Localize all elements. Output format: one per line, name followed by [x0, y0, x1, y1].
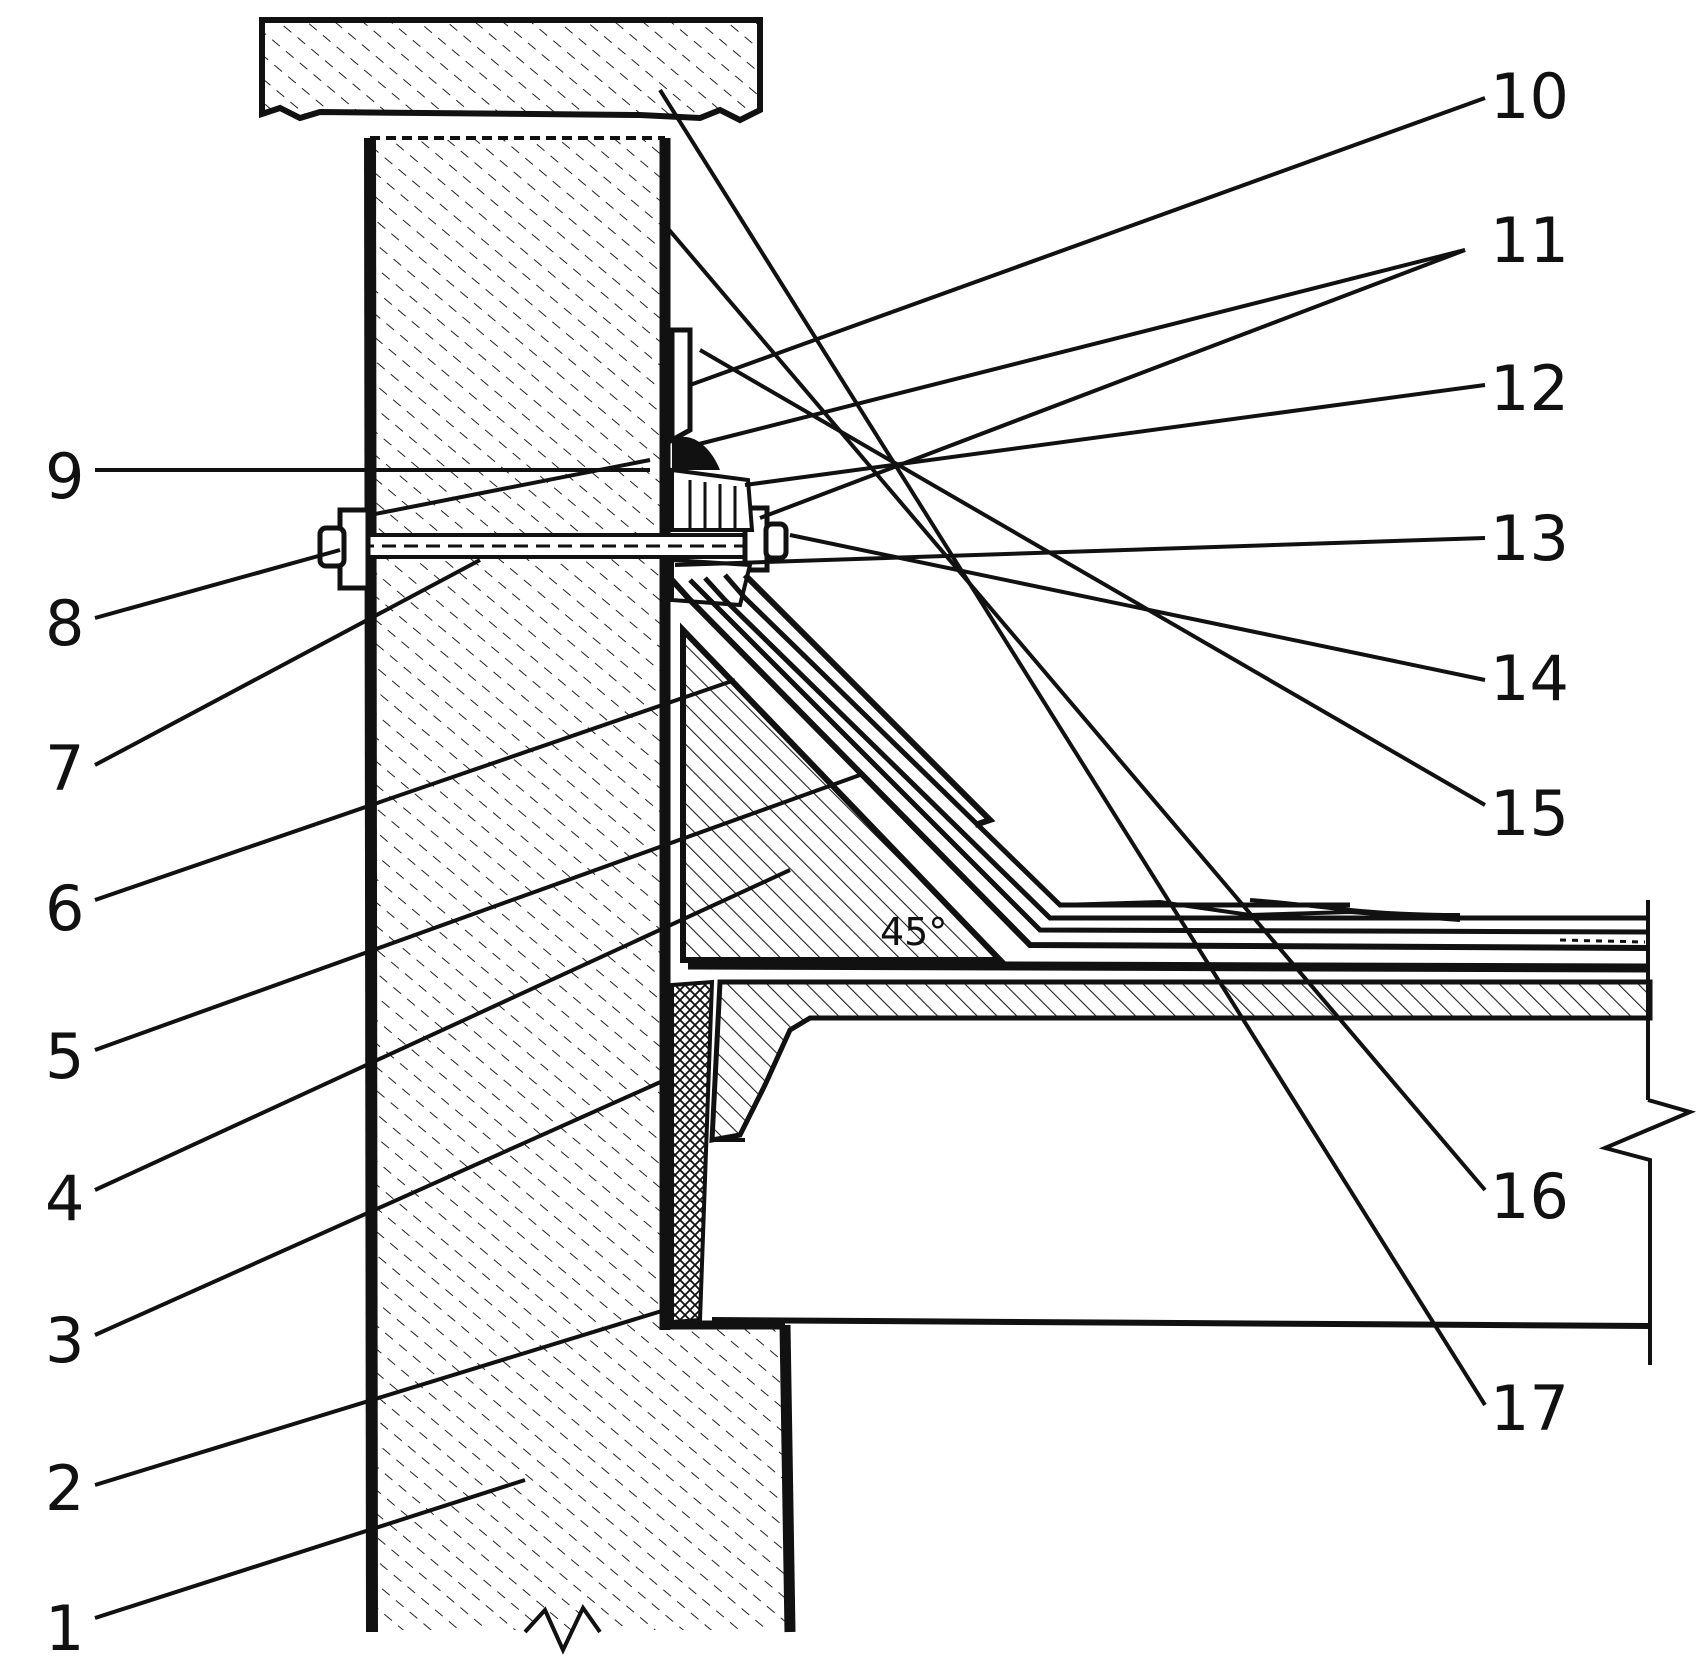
leader-lines [94, 88, 1487, 1620]
flashing-clamp [669, 327, 755, 608]
break-mark [523, 1604, 602, 1655]
callout-2: 2 [45, 1452, 84, 1525]
leader-17 [658, 88, 1487, 1407]
callout-11: 11 [1490, 204, 1569, 277]
leader-1 [94, 1478, 526, 1620]
callout-7: 7 [45, 732, 84, 805]
leader-15 [698, 348, 1487, 807]
callout-10: 10 [1490, 60, 1569, 133]
beam-outline [711, 900, 1696, 1365]
sealant-joint [670, 979, 715, 1325]
membrane-layers [669, 572, 1651, 951]
callout-9: 9 [45, 440, 84, 513]
callout-17: 17 [1490, 1372, 1569, 1445]
leader-8 [94, 548, 341, 620]
leader-14 [789, 533, 1486, 682]
leader-11b [759, 248, 1466, 520]
callout-6: 6 [45, 872, 84, 945]
wall [364, 136, 796, 1648]
leader-16 [663, 223, 1487, 1192]
callout-14: 14 [1490, 642, 1569, 715]
leader-3 [94, 1078, 666, 1337]
coping-slab [259, 17, 763, 124]
callout-labels: 1 2 3 4 5 6 7 8 9 10 11 12 13 14 15 16 1… [45, 60, 1569, 1665]
leader-6 [94, 678, 736, 902]
leader-2 [94, 1308, 666, 1487]
roof-slab [687, 960, 1653, 1144]
callout-8: 8 [45, 587, 84, 660]
leader-7 [94, 558, 481, 767]
callout-16: 16 [1490, 1160, 1569, 1233]
callout-5: 5 [45, 1020, 84, 1093]
leader-5 [94, 773, 861, 1052]
leader-10 [689, 96, 1486, 387]
callout-15: 15 [1490, 777, 1569, 850]
leader-12 [744, 383, 1486, 487]
callout-13: 13 [1490, 502, 1569, 575]
leader-9b [369, 458, 651, 517]
callout-3: 3 [45, 1304, 84, 1377]
callout-4: 4 [45, 1162, 84, 1235]
anchor-bolt [317, 505, 789, 591]
leader-4 [94, 868, 791, 1192]
callout-12: 12 [1490, 352, 1569, 425]
leader-13 [674, 536, 1486, 567]
cant-strip [680, 622, 1008, 963]
callout-1: 1 [45, 1592, 84, 1665]
angle-label: 45° [880, 910, 947, 954]
